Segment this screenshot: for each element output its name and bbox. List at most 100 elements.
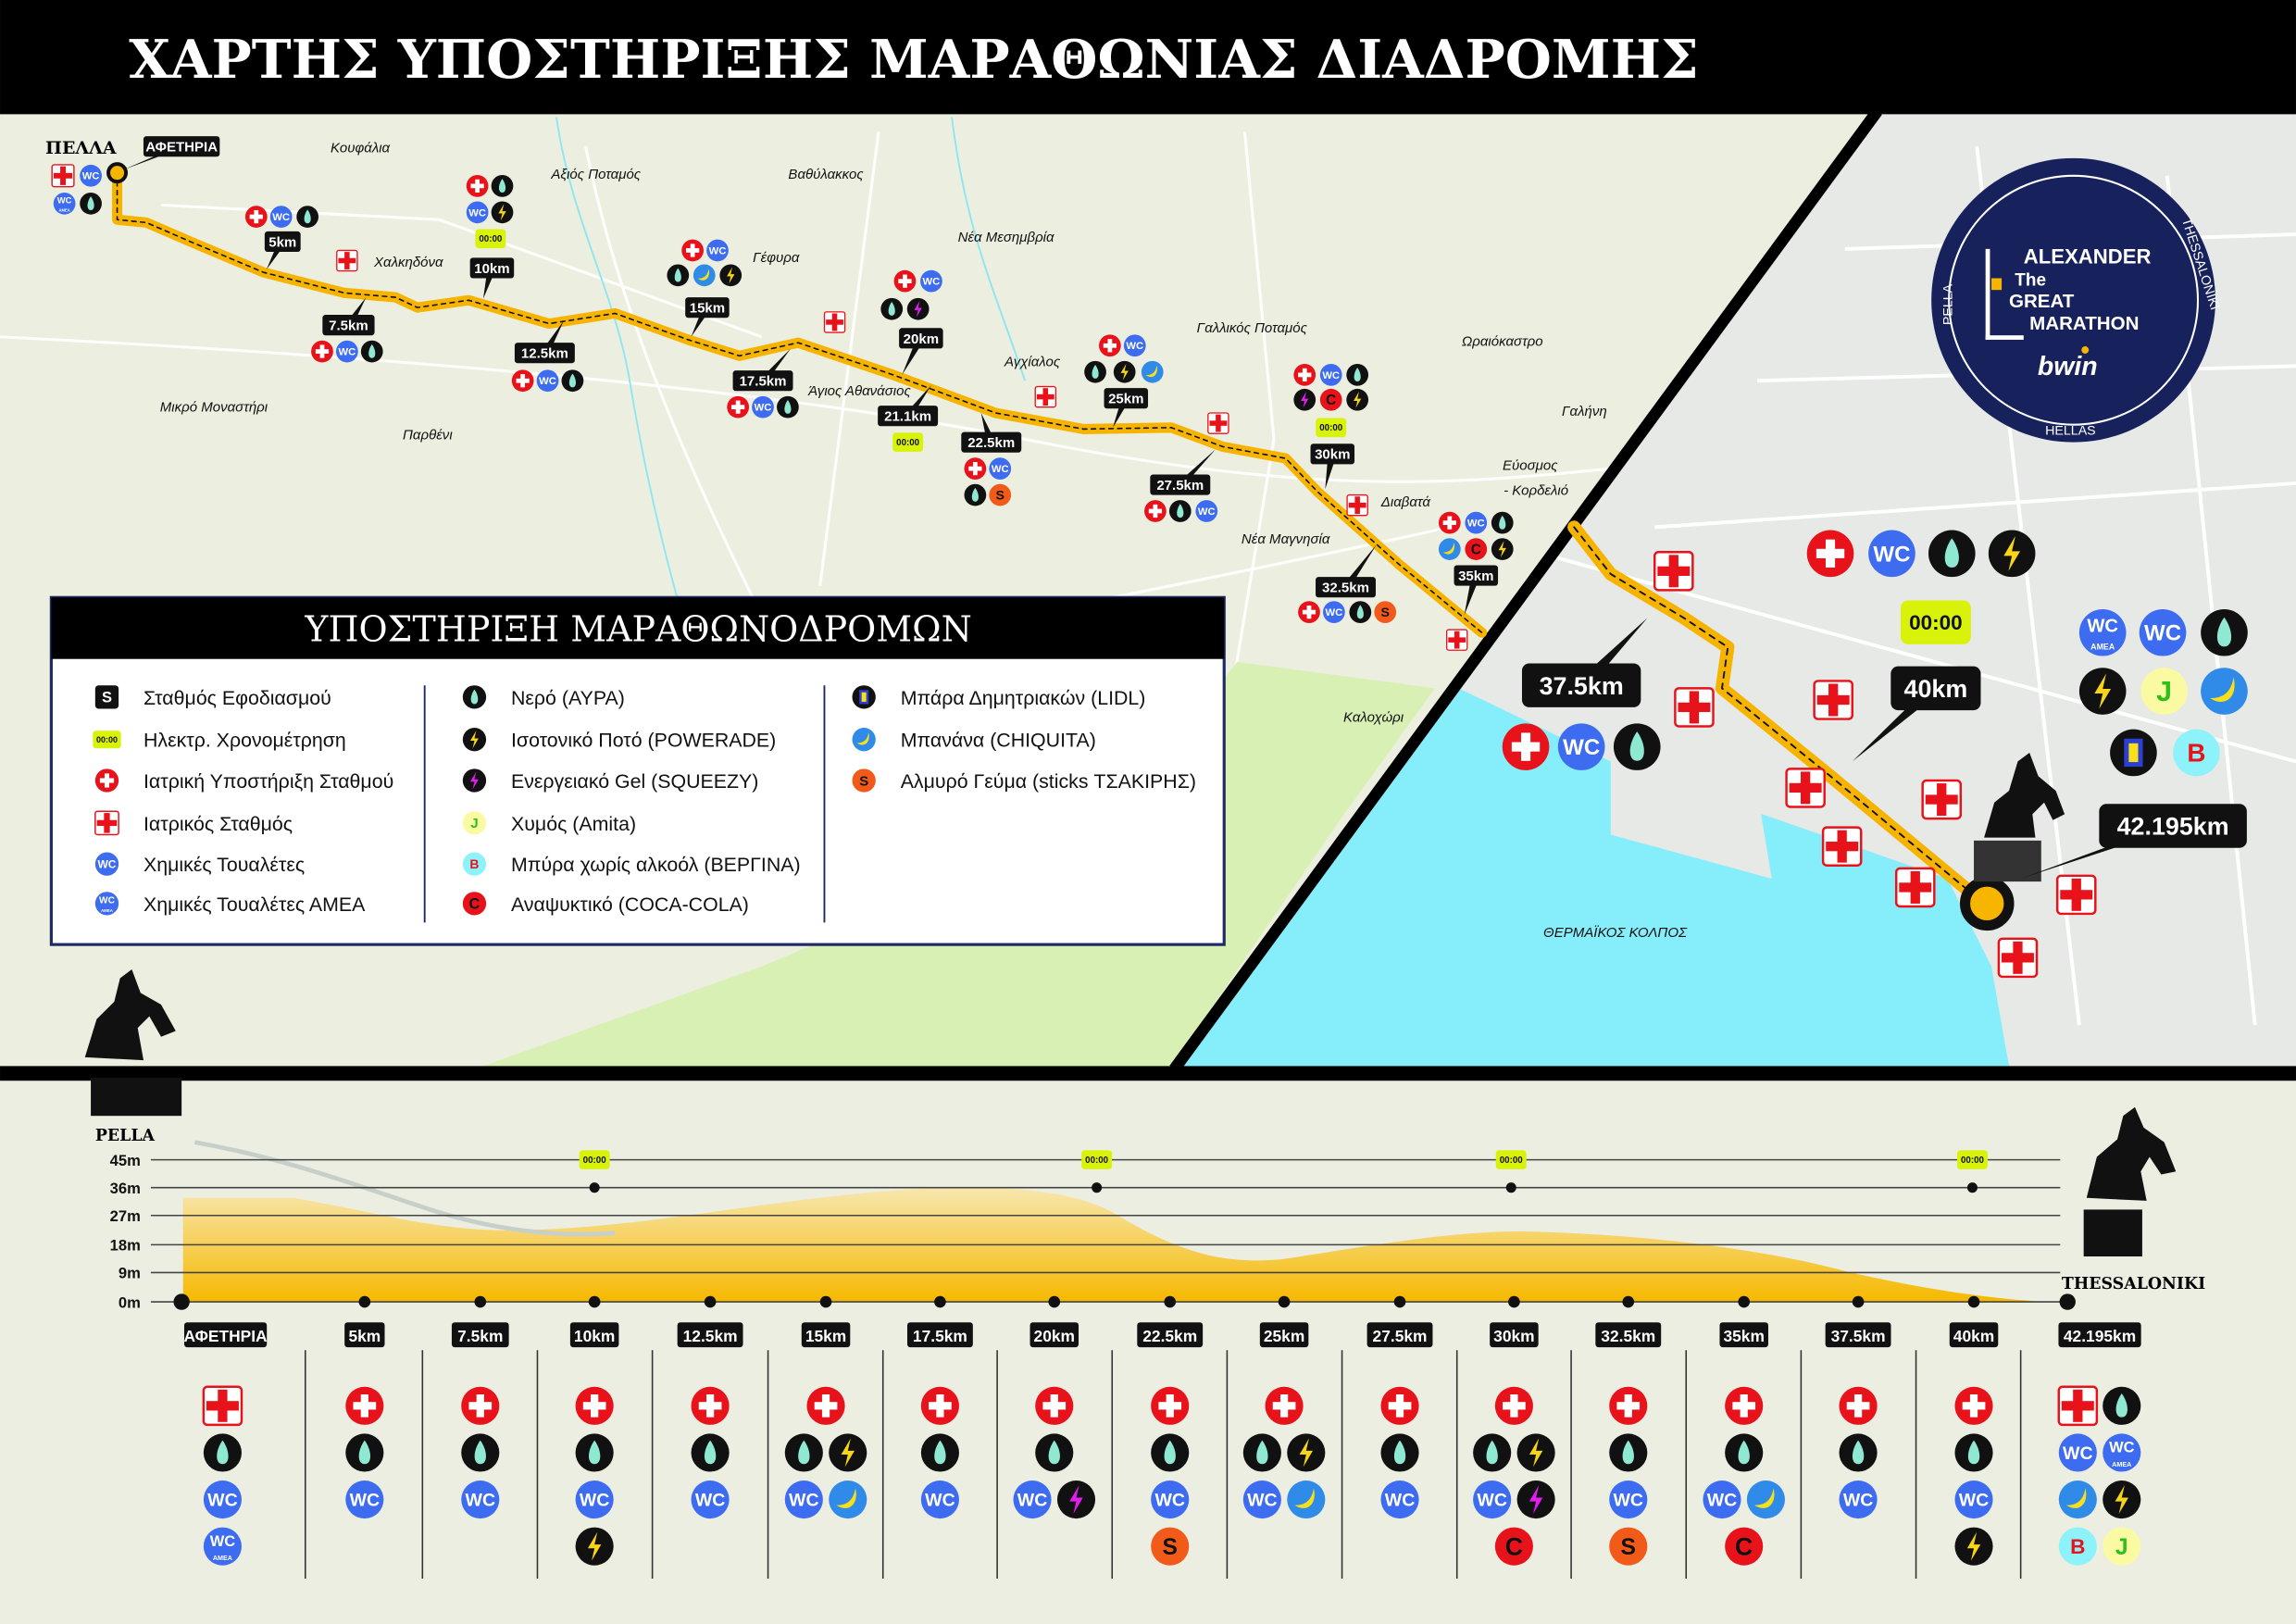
place-label: Χαλκηδόνα: [373, 255, 443, 270]
wc-icon: WC: [94, 852, 119, 876]
wc-icon: WC: [784, 1480, 823, 1519]
medical-support-icon: [461, 1386, 500, 1425]
km-marker[interactable]: 30km: [1310, 443, 1355, 490]
svg-text:WC: WC: [1322, 370, 1340, 381]
salty-snack-icon: S: [989, 483, 1012, 506]
timing-point-marker: [1505, 1182, 1516, 1193]
supply-station-icon: S: [94, 685, 119, 709]
wc-icon: WC: [345, 1480, 384, 1519]
wc-icon: WC: [989, 457, 1012, 480]
water-drop-icon: [203, 1433, 242, 1472]
finish-marker[interactable]: [1960, 876, 2015, 931]
km-marker[interactable]: 21.1km: [878, 384, 939, 427]
isotonic-bolt-icon: [491, 201, 514, 224]
km-marker[interactable]: 22.5km: [961, 413, 1022, 453]
svg-text:S: S: [996, 489, 1004, 504]
legend-item-label: Αναψυκτικό (COCA-COLA): [511, 893, 749, 916]
medical-station-icon: [1821, 826, 1863, 867]
svg-text:WC: WC: [1563, 735, 1600, 760]
km-marker[interactable]: 35km: [1454, 565, 1499, 616]
km-marker-label: 21.1km: [884, 409, 931, 425]
energy-gel-bolt-icon: [462, 768, 487, 793]
legend-item: Νερό (ΑΥΡΑ): [462, 685, 625, 709]
svg-text:J: J: [2115, 1535, 2128, 1560]
km-marker[interactable]: ΑΦΕΤΗΡΙΑ: [122, 136, 220, 170]
km-label: ΑΦΕΤΗΡΙΑ: [184, 1327, 268, 1345]
medical-station-icon: [1034, 385, 1057, 408]
medical-station-icon: [202, 1385, 243, 1427]
wc-icon: WC: [536, 369, 559, 393]
isotonic-bolt-icon: [2103, 1480, 2141, 1519]
km-marker[interactable]: 12.5km: [514, 320, 575, 364]
medical-station-icon: [1894, 867, 1936, 908]
section-divider: [0, 1066, 2296, 1081]
wc-icon: WC: [1557, 723, 1605, 770]
medical-station-icon: [1813, 680, 1853, 720]
water-drop-icon: [1954, 1433, 1993, 1472]
medical-station-icon: [1445, 629, 1468, 651]
km-marker[interactable]: 42.195km: [2020, 804, 2247, 879]
svg-text:C: C: [1326, 393, 1336, 408]
km-marker[interactable]: 10km: [469, 257, 515, 299]
medical-support-icon: [1298, 601, 1320, 623]
svg-text:AMEA: AMEA: [101, 908, 114, 913]
aid-station[interactable]: 35km WC C: [1438, 511, 1514, 616]
legend-item-label: Ισοτονικό Ποτό (POWERADE): [511, 730, 776, 752]
beer-icon: B: [462, 852, 487, 876]
svg-text:WC: WC: [1198, 506, 1216, 518]
svg-text:C: C: [1471, 542, 1481, 557]
svg-text:GREAT: GREAT: [2009, 291, 2075, 312]
wc-icon: WC: [1703, 1480, 1741, 1519]
place-label: Γαλήνη: [1562, 404, 1607, 419]
legend-item: Ισοτονικό Ποτό (POWERADE): [462, 728, 776, 752]
wc-icon: WC: [1465, 511, 1488, 534]
km-marker-label: 17.5km: [740, 374, 787, 390]
profile-start-label: PELLA: [95, 1127, 156, 1145]
start-marker[interactable]: [106, 162, 129, 184]
km-marker[interactable]: 5km: [264, 231, 301, 270]
km-point-marker: [1852, 1295, 1865, 1308]
medical-station-icon: [1653, 551, 1694, 592]
wc-icon: WC: [920, 269, 942, 293]
legend-item-label: Μπάρα Δημητριακών (LIDL): [901, 687, 1146, 709]
isotonic-bolt-icon: [1346, 388, 1369, 411]
km-marker-label: 22.5km: [967, 435, 1015, 451]
medical-support-icon: [1035, 1386, 1074, 1425]
svg-text:AMEA: AMEA: [213, 1554, 232, 1562]
water-drop-icon: [491, 175, 514, 197]
svg-text:WC: WC: [1843, 1490, 1874, 1510]
wc-icon: WC: [1195, 500, 1218, 522]
svg-text:C: C: [1505, 1533, 1523, 1561]
wc-icon: WC: [1609, 1480, 1648, 1519]
medical-support-icon: [1806, 530, 1854, 578]
